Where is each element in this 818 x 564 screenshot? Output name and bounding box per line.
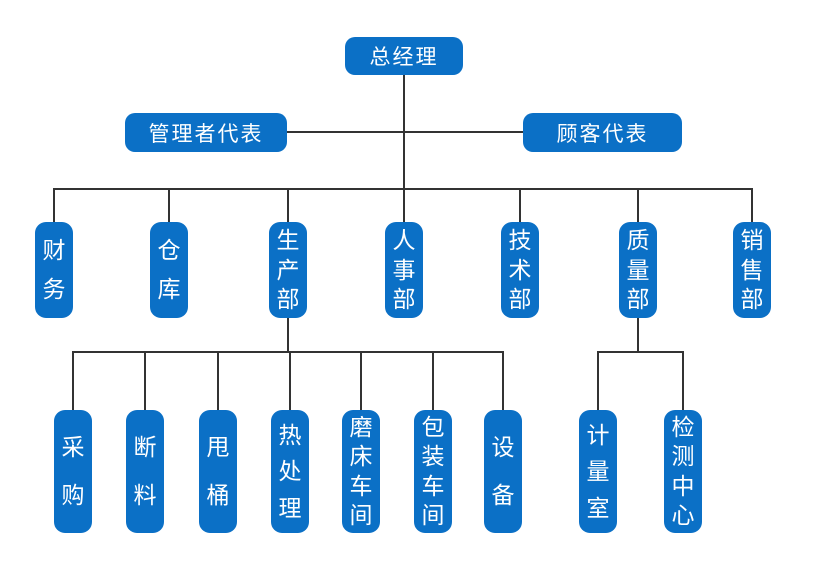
node-quality-dept: 质量部	[619, 222, 657, 318]
connector-level3-drop-hr	[403, 188, 405, 222]
connector-drop-barrel-tumbling	[217, 351, 219, 410]
node-customer-representative: 顾客代表	[523, 113, 682, 152]
connector-level3-drop-quality	[637, 188, 639, 222]
node-general-manager: 总经理	[345, 37, 463, 75]
connector-level3-drop-technology	[519, 188, 521, 222]
node-production-dept: 生产部	[269, 222, 307, 318]
node-packaging-workshop: 包装车间	[414, 410, 452, 533]
connector-reps-horizontal	[287, 131, 523, 133]
node-technology-dept: 技术部	[501, 222, 539, 318]
node-purchasing: 采购	[54, 410, 92, 533]
connector-drop-testing-center	[682, 351, 684, 410]
node-management-representative: 管理者代表	[125, 113, 287, 152]
node-material-cutting: 断料	[126, 410, 164, 533]
connector-quality-bus	[597, 351, 684, 353]
connector-quality-stem	[637, 318, 639, 353]
node-sales-dept: 销售部	[733, 222, 771, 318]
connector-level3-drop-sales	[751, 188, 753, 222]
connector-drop-purchasing	[72, 351, 74, 410]
node-finance: 财务	[35, 222, 73, 318]
node-measuring-room: 计量室	[579, 410, 617, 533]
connector-drop-grinding-workshop	[360, 351, 362, 410]
connector-level3-drop-finance	[53, 188, 55, 222]
node-warehouse: 仓库	[150, 222, 188, 318]
node-hr-dept: 人事部	[385, 222, 423, 318]
connector-drop-heat-treatment	[289, 351, 291, 410]
node-barrel-tumbling: 甩桶	[199, 410, 237, 533]
node-testing-center: 检测中心	[664, 410, 702, 533]
connector-production-stem	[287, 318, 289, 353]
connector-drop-material-cutting	[144, 351, 146, 410]
connector-level3-drop-warehouse	[168, 188, 170, 222]
node-grinding-workshop: 磨床车间	[342, 410, 380, 533]
connector-drop-packaging-workshop	[432, 351, 434, 410]
connector-production-bus	[72, 351, 504, 353]
connector-drop-equipment	[502, 351, 504, 410]
connector-drop-measuring-room	[597, 351, 599, 410]
node-equipment: 设备	[484, 410, 522, 533]
connector-level3-drop-production	[287, 188, 289, 222]
node-heat-treatment: 热处理	[271, 410, 309, 533]
